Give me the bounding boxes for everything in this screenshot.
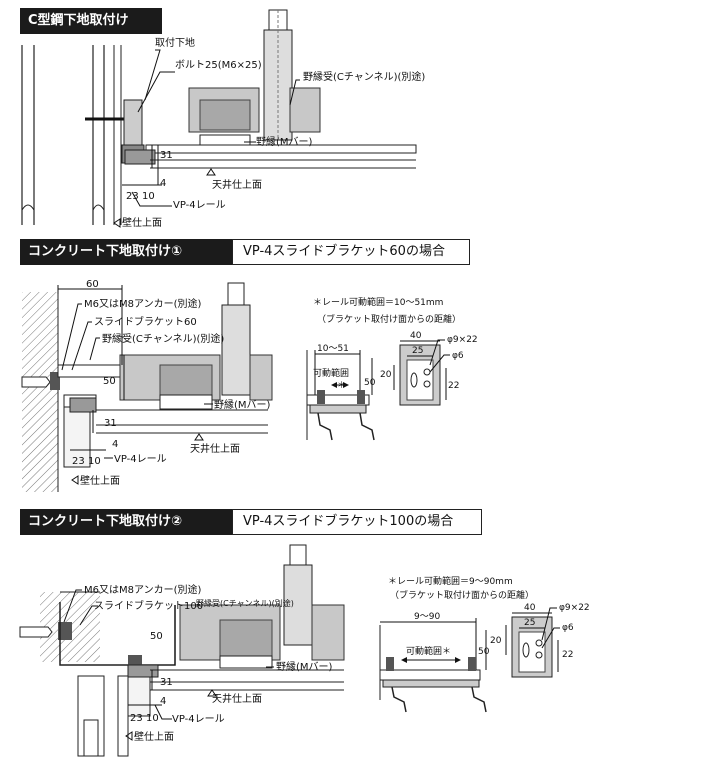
section3-diagram	[19, 544, 345, 757]
s3-d22: 22	[562, 650, 573, 660]
s3-anchor-label: M6又はM8アンカー(別途)	[84, 583, 201, 596]
s2-d50: 50	[103, 376, 116, 387]
s3-wall-label: 壁仕上面	[134, 730, 174, 743]
s1-wall-label: 壁仕上面	[122, 216, 162, 229]
s2-phi922: φ9×22	[447, 335, 478, 345]
s2-rail-label: VP-4レール	[114, 454, 167, 465]
s3-d23: 23	[130, 713, 143, 724]
s2-bracket-label: スライドブラケット60	[94, 315, 197, 328]
s2-wall-label: 壁仕上面	[80, 474, 120, 487]
s2-movable: 可動範囲	[313, 367, 349, 379]
section3-title: コンクリート下地取付け②	[20, 509, 232, 535]
s2-d60: 60	[86, 279, 99, 290]
s1-ceiling-label: 天井仕上面	[212, 178, 262, 191]
s1-d4: 4	[160, 178, 166, 189]
s2-d23: 23	[72, 456, 85, 467]
s2-d20: 20	[380, 370, 392, 380]
section2-detail	[306, 339, 450, 441]
s1-d31: 31	[160, 150, 173, 161]
s2-d25: 25	[412, 346, 423, 356]
s1-base-label: 取付下地	[155, 36, 195, 49]
s2-d40: 40	[410, 331, 422, 341]
s1-d23: 23	[126, 191, 139, 202]
section2-diagram	[21, 282, 273, 492]
s2-d10: 10	[88, 456, 101, 467]
s3-range: 9〜90	[414, 612, 440, 622]
s3-d20: 20	[490, 636, 502, 646]
s3-mbar-label: 野縁(Mバー)	[276, 660, 333, 673]
s2-mbar-label: 野縁(Mバー)	[214, 398, 271, 411]
s3-detail-d50: 50	[478, 647, 490, 657]
s3-d4: 4	[160, 696, 166, 707]
s3-d10: 10	[146, 713, 159, 724]
s2-detail-d50: 50	[364, 378, 376, 388]
s3-channel-label: 野縁受(Cチャンネル)(別途)	[196, 598, 294, 608]
s2-range: 10〜51	[317, 344, 349, 354]
s2-star: ＊	[337, 381, 346, 391]
s1-channel-label: 野縁受(Cチャンネル)(別途)	[303, 70, 425, 83]
s2-d22: 22	[448, 381, 459, 391]
s3-phi922: φ9×22	[559, 603, 590, 613]
s3-d50: 50	[150, 631, 163, 642]
s2-d4: 4	[112, 439, 118, 450]
s3-d31: 31	[160, 677, 173, 688]
s1-bolt-label: ボルト25(M6×25)	[175, 59, 262, 71]
s2-note1: ＊レール可動範囲＝10〜51mm	[313, 296, 443, 308]
section1-diagram	[21, 9, 417, 228]
s2-d31: 31	[104, 418, 117, 429]
s3-d25: 25	[524, 618, 535, 628]
s1-rail-label: VP-4レール	[173, 200, 226, 211]
s1-mbar-label: 野縁(Mバー)	[256, 135, 313, 148]
s2-anchor-label: M6又はM8アンカー(別途)	[84, 297, 201, 310]
section1-title: C型鋼下地取付け	[20, 8, 162, 34]
s3-d40: 40	[524, 603, 536, 613]
s3-ceiling-label: 天井仕上面	[212, 692, 262, 705]
section3-subtitle: VP-4スライドブラケット100の場合	[232, 509, 482, 535]
s3-note1: ＊レール可動範囲＝9〜90mm	[388, 575, 513, 587]
s2-phi6: φ6	[452, 351, 464, 361]
s1-d10: 10	[142, 191, 155, 202]
section2-title: コンクリート下地取付け①	[20, 239, 232, 265]
s2-ceiling-label: 天井仕上面	[190, 442, 240, 455]
s3-movable: 可動範囲＊	[406, 645, 451, 657]
s3-phi6: φ6	[562, 623, 574, 633]
section3-detail	[379, 607, 560, 713]
s3-rail-label: VP-4レール	[172, 714, 225, 725]
section2-subtitle: VP-4スライドブラケット60の場合	[232, 239, 470, 265]
s3-note2: （ブラケット取付け面からの距離）	[390, 589, 534, 601]
s2-note2: （ブラケット取付け面からの距離）	[317, 313, 461, 325]
s2-channel-label: 野縁受(Cチャンネル)(別途)	[102, 332, 224, 345]
s3-bracket-label: スライドブラケット100	[94, 599, 203, 612]
